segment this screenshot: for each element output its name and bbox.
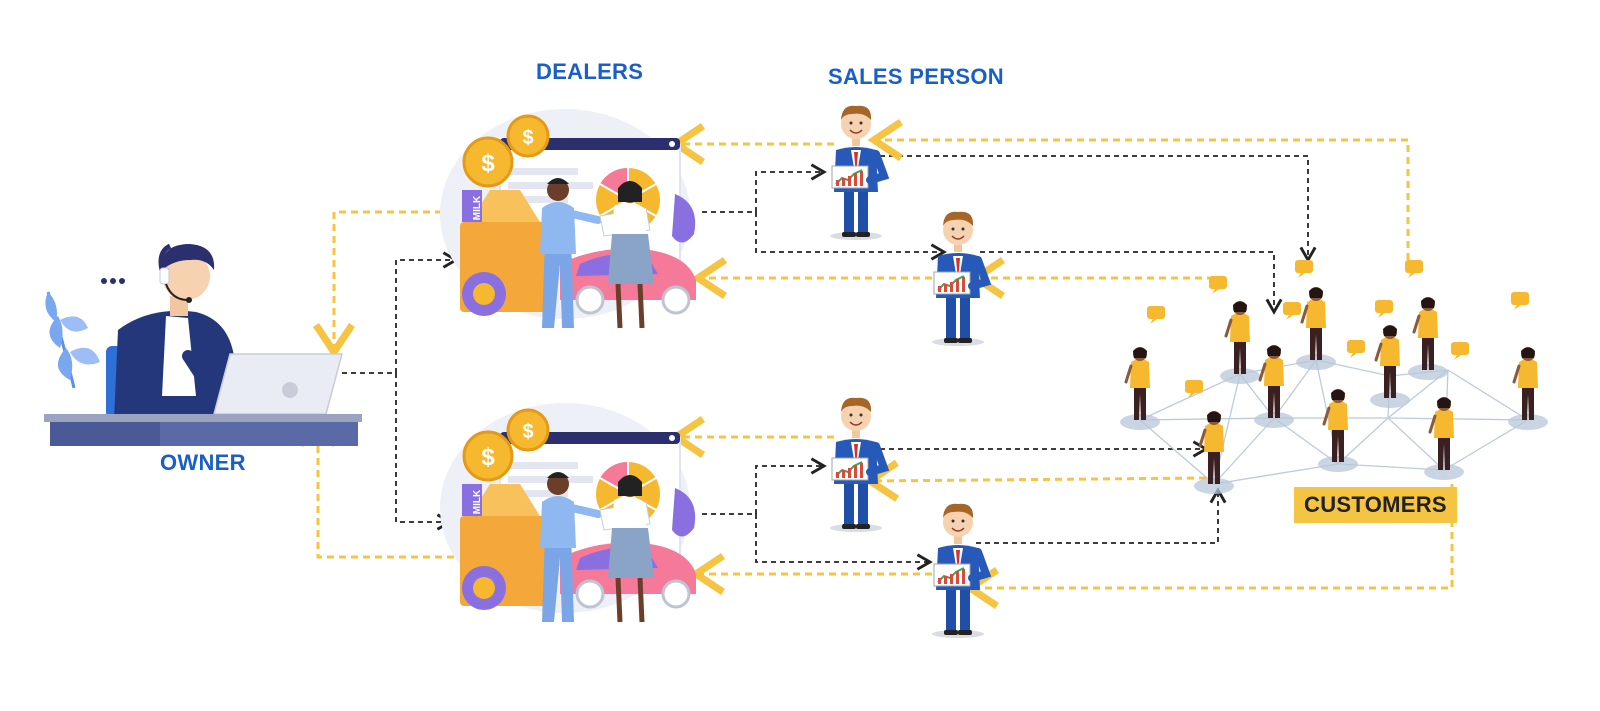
dealers-label: DEALERS <box>536 59 644 84</box>
customer-2 <box>1209 276 1262 386</box>
customers-label: CUSTOMERS <box>1294 487 1457 523</box>
customer-4 <box>1252 302 1301 430</box>
sales-person-1 <box>830 106 884 240</box>
flow-owner-to-dealer-2 <box>395 373 453 531</box>
sales-person-4 <box>932 504 986 638</box>
flow-sales4-to-customers <box>976 487 1227 544</box>
sales-person-3 <box>830 398 884 532</box>
owner-node <box>44 243 362 446</box>
flow-dealer2-to-sales4 <box>755 514 933 571</box>
dealer-2 <box>440 403 696 622</box>
desk-icon <box>44 414 362 446</box>
flow-lines <box>297 119 1454 609</box>
flow-dealer1-to-sales1 <box>702 163 827 213</box>
laptop-icon <box>213 353 343 415</box>
sales-person-2 <box>932 212 986 346</box>
flow-dealer1-to-owner <box>313 210 454 359</box>
flow-customers-to-sales4 <box>963 484 1454 609</box>
customer-5 <box>1368 300 1412 410</box>
flow-customers-to-sales3 <box>863 459 1207 502</box>
flow-dealer1-to-sales2 <box>755 212 947 261</box>
typing-dots-icon <box>101 278 125 284</box>
customer-3 <box>1294 260 1338 372</box>
flow-customers-to-sales1 <box>867 119 1410 272</box>
dealer-1 <box>440 109 696 328</box>
customer-10 <box>1506 292 1550 432</box>
flow-owner-to-dealer-1 <box>342 251 459 374</box>
flow-sales2-to-customers <box>980 251 1283 315</box>
flow-dealer2-to-sales3 <box>702 457 827 515</box>
flow-dealer2-to-owner <box>297 411 454 559</box>
sales-person-label: SALES PERSON <box>828 64 1004 89</box>
customer-6 <box>1405 260 1450 382</box>
owner-label: OWNER <box>160 450 246 475</box>
flow-sales1-to-customers <box>880 155 1317 263</box>
plant-icon <box>45 291 100 389</box>
owner-person-icon <box>106 243 236 420</box>
